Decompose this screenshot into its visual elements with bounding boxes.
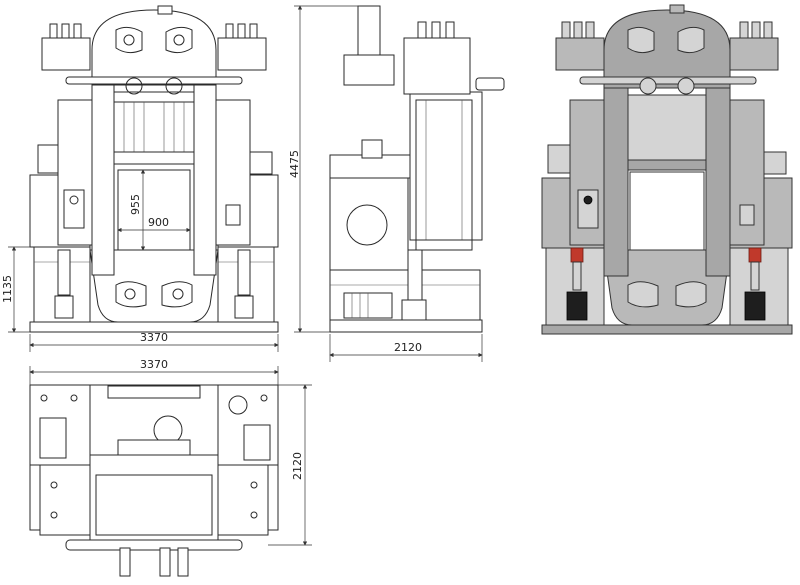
front-lower-height-label: 1135 — [1, 275, 14, 303]
shaded-view — [541, 4, 793, 335]
shaded-bottles — [561, 21, 773, 39]
front-view — [29, 5, 279, 333]
top-view-bolts — [40, 394, 268, 519]
platen-ribs — [123, 102, 185, 152]
daylight-label: 955 — [129, 194, 142, 215]
top-dimensions — [29, 366, 312, 546]
top-width-label: 3370 — [140, 358, 168, 371]
top-depth-label: 2120 — [291, 452, 304, 480]
front-width-label: 3370 — [140, 331, 168, 344]
side-dimensions — [294, 5, 483, 362]
top-view — [29, 384, 279, 577]
side-depth-label: 2120 — [394, 341, 422, 354]
front-bottles — [49, 23, 258, 39]
front-dimensions — [8, 169, 279, 352]
total-height-label: 4475 — [288, 150, 301, 178]
platen-width-label: 900 — [148, 216, 169, 229]
side-view — [329, 5, 505, 333]
